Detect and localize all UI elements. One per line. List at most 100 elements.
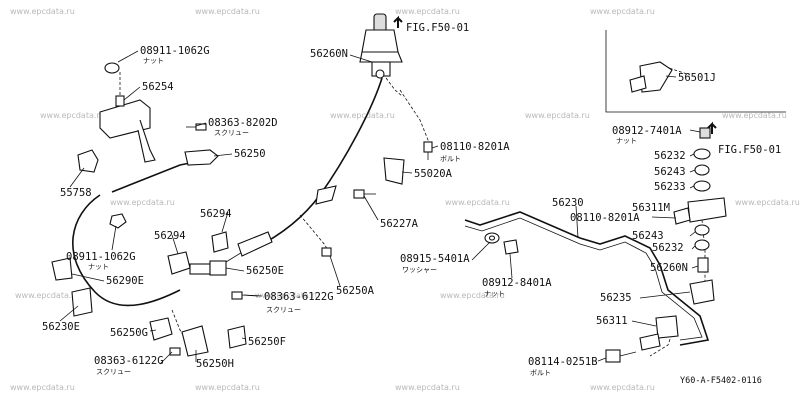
part-labels: 08911-1062G ナット 56254 08363-8202D スクリュー …	[42, 22, 781, 386]
shift-cable	[254, 77, 383, 249]
nut-icon	[503, 239, 519, 255]
part-label: 08915-5401A	[400, 253, 470, 265]
part-label: 55020A	[414, 168, 453, 180]
part-label: 56232	[654, 150, 686, 162]
part-note: ナット	[616, 137, 637, 145]
part-label: 08114-0251B	[528, 356, 598, 368]
part-label: 56501J	[678, 72, 716, 84]
part-label: 08911-1062G	[66, 251, 136, 263]
bracket-56250H	[181, 325, 209, 357]
part-note: ナット	[143, 57, 164, 65]
fig-reference: FIG.F50-01	[406, 22, 469, 34]
nut-icon	[109, 213, 127, 229]
cable-bracket	[315, 185, 337, 205]
bushing-56311	[655, 315, 679, 339]
watermark-text: www.epcdata.ru	[330, 111, 395, 120]
joint-56250E	[189, 231, 273, 276]
watermark-text: www.epcdata.ru	[40, 111, 105, 120]
watermark-text: www.epcdata.ru	[445, 198, 510, 207]
part-label: 08110-8201A	[440, 141, 510, 153]
control-rod-edge	[464, 217, 703, 341]
part-label: 56294	[200, 208, 232, 220]
part-note: スクリュー	[96, 368, 131, 376]
part-label: 56230	[552, 197, 584, 209]
end-56250G	[149, 317, 173, 341]
part-label: 56311	[596, 315, 628, 327]
part-label: 56250E	[246, 265, 284, 277]
up-arrow-icon	[393, 15, 403, 28]
part-label: 56232	[652, 242, 684, 254]
part-note: スクリュー	[214, 129, 249, 137]
watermark-text: www.epcdata.ru	[735, 198, 800, 207]
watermark-text: www.epcdata.ru	[10, 7, 75, 16]
bracket-56290E	[51, 257, 73, 281]
screw-icon	[186, 123, 207, 131]
watermark-text: www.epcdata.ru	[722, 111, 787, 120]
watermark-text: www.epcdata.ru	[195, 7, 260, 16]
clip-56294	[211, 231, 229, 253]
watermarks: www.epcdata.ru www.epcdata.ru www.epcdat…	[10, 7, 800, 392]
watermark-text: www.epcdata.ru	[255, 291, 320, 300]
part-label: 08912-8401A	[482, 277, 552, 289]
watermark-text: www.epcdata.ru	[110, 198, 175, 207]
select-cable	[72, 194, 181, 307]
diagram-code: Y60-A-F5402-0116	[680, 376, 762, 386]
part-label: 56243	[632, 230, 664, 242]
bolt-icon	[321, 247, 332, 257]
watermark-text: www.epcdata.ru	[590, 383, 655, 392]
watermark-text: www.epcdata.ru	[395, 7, 460, 16]
part-label: 56311M	[632, 202, 670, 214]
shift-lever-assembly	[359, 13, 403, 79]
part-label: 56260N	[650, 262, 688, 274]
part-label: 56243	[654, 166, 686, 178]
part-label: 08363-8202D	[208, 117, 278, 129]
up-arrow-icon	[707, 121, 717, 134]
clip-56294	[167, 251, 191, 275]
part-label: 56250G	[110, 327, 148, 339]
control-rod	[464, 211, 710, 346]
part-label: 08363-6122G	[264, 291, 334, 303]
part-label: 08110-8201A	[570, 212, 640, 224]
part-label: 56250H	[196, 358, 234, 370]
part-note: ボルト	[530, 369, 551, 377]
watermark-text: www.epcdata.ru	[440, 291, 505, 300]
bracket-56230E	[71, 287, 93, 317]
watermark-text: www.epcdata.ru	[525, 111, 590, 120]
rod-end-56235	[689, 279, 715, 305]
part-label: 56235	[600, 292, 632, 304]
part-label: 56254	[142, 81, 174, 93]
bolt-icon	[423, 141, 433, 160]
part-label: 56290E	[106, 275, 144, 287]
part-label: 56233	[654, 181, 686, 193]
part-label: 56250F	[248, 336, 286, 348]
watermark-text: www.epcdata.ru	[195, 383, 260, 392]
part-label: 56294	[154, 230, 186, 242]
clamp-56501J	[629, 61, 673, 93]
part-note: ナット	[484, 290, 505, 298]
nut-icon	[699, 127, 711, 139]
bolt-icon	[605, 349, 637, 363]
part-label: 56227A	[380, 218, 419, 230]
mount-column	[639, 127, 727, 351]
part-label: 08363-6122G	[94, 355, 164, 367]
screw-icon	[169, 347, 181, 356]
clip-56250F	[227, 325, 247, 349]
part-note: ボルト	[440, 155, 461, 163]
part-label: 56230E	[42, 321, 80, 333]
part-note: スクリュー	[266, 306, 301, 314]
leader-lines	[59, 50, 701, 365]
part-label: 56250A	[336, 285, 375, 297]
part-note: ナット	[88, 263, 109, 271]
clip-55758	[77, 149, 99, 173]
part-label: 56250	[234, 148, 266, 160]
watermark-text: www.epcdata.ru	[10, 383, 75, 392]
part-label: 56260N	[310, 48, 348, 60]
detail-box-frame	[605, 30, 786, 113]
bracket-56254	[99, 62, 156, 163]
watermark-text: www.epcdata.ru	[395, 383, 460, 392]
bracket-56311M	[687, 197, 727, 223]
fig-reference: FIG.F50-01	[718, 144, 781, 156]
bracket-55020A	[383, 157, 405, 185]
